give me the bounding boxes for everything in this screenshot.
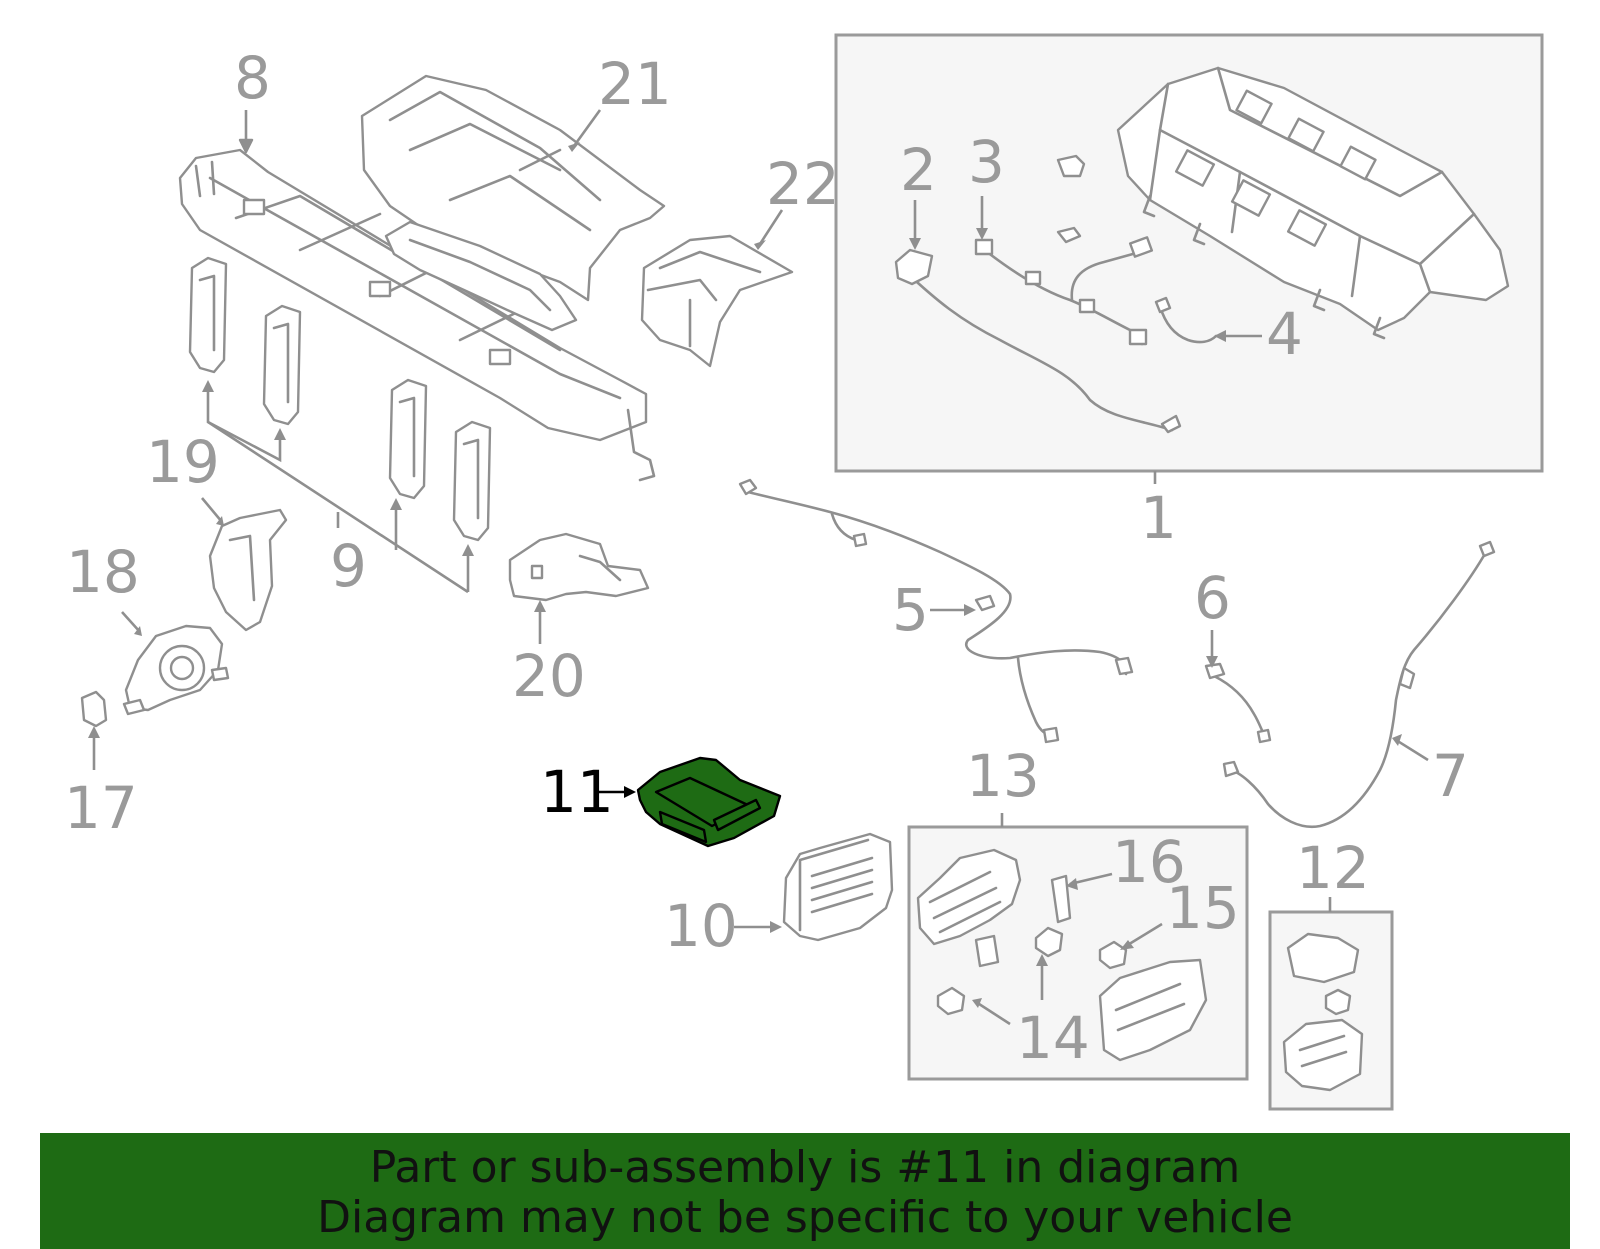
callout-18: 18 [66,538,140,606]
bracket-part-20 [508,532,650,602]
banner-line-2: Diagram may not be specific to your vehi… [317,1192,1293,1243]
highlighted-part-11[interactable] [636,756,782,848]
frame-part-8 [178,148,656,482]
callout-1: 1 [1140,484,1177,552]
callout-5: 5 [892,576,929,644]
callout-11: 11 [540,758,614,826]
clip-part-17 [80,690,108,728]
panel-part-22 [640,234,794,368]
bracket-part-4 [1154,296,1218,344]
cover-part-21 [360,74,666,332]
callout-3: 3 [968,128,1005,196]
callout-19: 19 [146,428,220,496]
module-part-10 [782,832,894,942]
mount-part-18 [122,624,230,716]
callout-17: 17 [64,774,138,842]
info-banner: Part or sub-assembly is #11 in diagram D… [40,1133,1570,1249]
banner-line-1: Part or sub-assembly is #11 in diagram [369,1142,1241,1193]
callout-8: 8 [234,44,271,112]
callout-7: 7 [1432,742,1469,810]
callout-2: 2 [900,136,937,204]
harness-part-2 [894,248,1182,434]
harness-part-3 [974,154,1154,346]
harness-part-5 [738,478,1134,744]
battery-tray-part [1116,66,1510,340]
callout-6: 6 [1194,564,1231,632]
relay-part-12 [1282,932,1364,1092]
callout-21: 21 [598,50,672,118]
cable-part-7 [1222,540,1496,829]
callout-13: 13 [966,742,1040,810]
callout-labels: 1 2 3 4 5 6 7 8 9 10 11 12 13 14 15 16 1… [64,44,1469,1072]
fuse-box-part-13 [916,848,1208,1062]
bracket-set-part-9 [188,256,492,542]
callout-4: 4 [1266,300,1303,368]
leader-lines [88,109,1429,1026]
callout-20: 20 [512,642,586,710]
bracket-part-19 [208,508,288,632]
callout-12: 12 [1296,834,1370,902]
callout-22: 22 [766,150,840,218]
callout-14: 14 [1016,1004,1090,1072]
callout-15: 15 [1166,874,1240,942]
callout-9: 9 [330,532,367,600]
harness-part-6 [1204,662,1272,744]
callout-10: 10 [664,892,738,960]
callout-16: 16 [1112,828,1186,896]
